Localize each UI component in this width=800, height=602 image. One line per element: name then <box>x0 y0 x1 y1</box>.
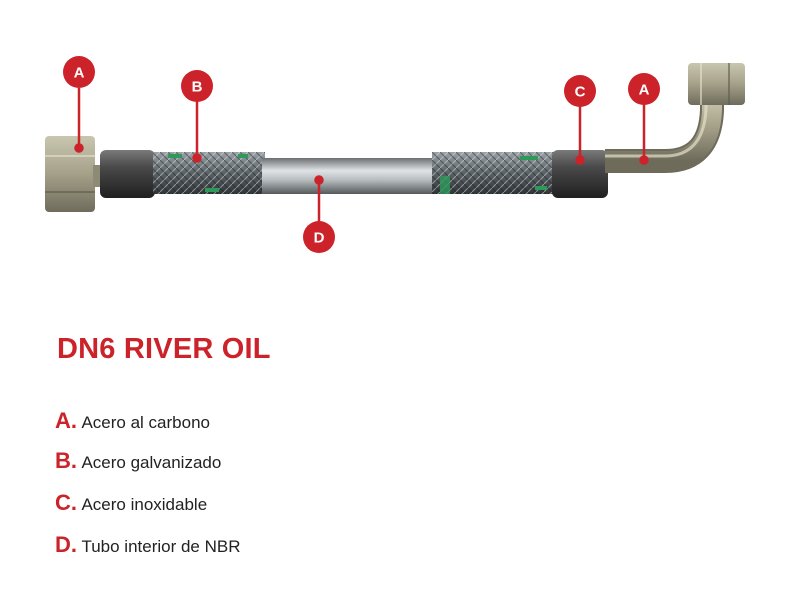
svg-text:D: D <box>314 230 325 247</box>
svg-text:C: C <box>575 84 586 101</box>
hose-diagram: A B C A D <box>45 56 745 253</box>
svg-text:A: A <box>639 82 650 99</box>
legend-text: Acero inoxidable <box>81 495 208 514</box>
legend-item-c: C. Acero inoxidable <box>55 490 207 516</box>
inner-tube <box>262 158 434 194</box>
legend-key: D. <box>55 532 77 557</box>
legend-key: C. <box>55 490 77 515</box>
legend-text: Acero galvanizado <box>81 453 222 472</box>
svg-text:A: A <box>74 65 85 82</box>
page-title: DN6 RIVER OIL <box>57 333 271 365</box>
bent-tube <box>605 95 724 173</box>
marker-b: B <box>181 70 213 102</box>
marker-a-left: A <box>63 56 95 88</box>
left-hex-nut <box>45 136 103 212</box>
legend-item-b: B. Acero galvanizado <box>55 448 221 474</box>
marker-a-right: A <box>628 73 660 105</box>
left-ferrule <box>100 150 155 198</box>
marker-c: C <box>564 75 596 107</box>
legend-text: Acero al carbono <box>81 413 210 432</box>
leader-lines <box>74 88 649 222</box>
legend-item-a: A. Acero al carbono <box>55 408 210 434</box>
svg-text:B: B <box>192 79 203 96</box>
braid-right <box>432 152 556 194</box>
braid-left <box>153 152 265 194</box>
marker-d: D <box>303 221 335 253</box>
legend-text: Tubo interior de NBR <box>81 537 241 556</box>
ferrule-right <box>552 150 608 198</box>
right-hex-nut <box>688 63 745 105</box>
legend-key: B. <box>55 448 77 473</box>
legend-key: A. <box>55 408 77 433</box>
legend-item-d: D. Tubo interior de NBR <box>55 532 241 558</box>
